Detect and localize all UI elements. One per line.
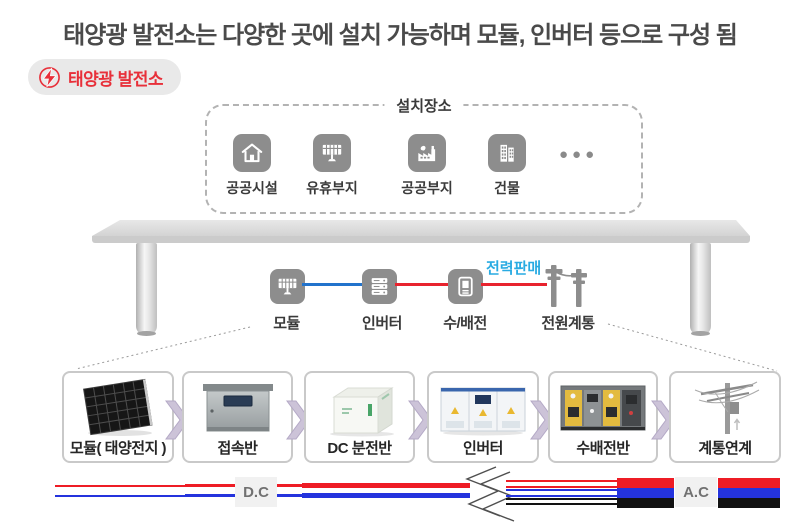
switchboard-photo [550, 376, 656, 440]
table-leg-left [136, 243, 157, 336]
component-label: 계통연계 [698, 440, 752, 457]
dc-cable-red [302, 483, 470, 488]
table-front-edge [92, 236, 750, 243]
component-label: 모듈( 태양전지 ) [69, 440, 167, 457]
site-item-public-land: 공공부지 [389, 134, 465, 198]
site-item-public-facility: 공공시설 [214, 134, 290, 198]
install-sites-title: 설치장소 [384, 95, 464, 116]
ac-cable-blue [506, 489, 618, 497]
component-box-grid-connection: 계통연계 [669, 371, 781, 463]
inverter-cabinet-photo [429, 376, 537, 440]
component-label: 수배전반 [576, 440, 630, 457]
dc-cable-blue [302, 493, 470, 498]
ac-label: A.C [683, 483, 709, 501]
ac-cable-red [506, 480, 618, 488]
solar-panel-photo [64, 376, 172, 440]
component-box-dc-panel: DC 분전반 [304, 371, 415, 463]
building-icon [488, 134, 526, 172]
ac-cable-black [506, 498, 618, 505]
site-label: 공공부지 [401, 180, 453, 196]
site-item-idle-land: 유휴부지 [294, 134, 370, 198]
site-label: 공공시설 [226, 180, 278, 196]
dc-label: D.C [243, 483, 269, 501]
flow-label-switchgear: 수/배전 [443, 315, 487, 332]
solar-plant-badge: 태양광 발전소 [28, 59, 182, 95]
dc-line-module-to-inverter [302, 283, 364, 286]
ac-line-switchgear-to-grid [481, 283, 547, 286]
flow-label-inverter: 인버터 [362, 315, 402, 332]
component-box-switchboard: 수배전반 [548, 371, 658, 463]
table-leg-right [690, 243, 711, 336]
flow-label-module: 모듈 [273, 315, 300, 332]
site-label: 유휴부지 [306, 180, 358, 196]
component-box-inverter: 인버터 [427, 371, 539, 463]
factory-icon [408, 134, 446, 172]
badge-label: 태양광 발전소 [68, 69, 164, 89]
site-item-building: 건물 [469, 134, 545, 198]
flow-label-grid: 전원계통 [541, 315, 595, 332]
dc-cable-blue [55, 495, 185, 497]
inverter-rack-icon [362, 269, 397, 304]
dc-label-box: D.C [235, 477, 277, 507]
module-icon [270, 269, 305, 304]
component-box-junction: 접속반 [182, 371, 293, 463]
component-box-module: 모듈( 태양전지 ) [62, 371, 174, 463]
lightning-bolt-icon [38, 66, 61, 89]
page-title: 태양광 발전소는 다양한 곳에 설치 가능하며 모듈, 인버터 등으로 구성 됨 [63, 22, 738, 49]
utility-pole-photo [671, 376, 779, 440]
component-label: DC 분전반 [327, 440, 392, 457]
junction-box-photo [184, 376, 291, 440]
ac-line-inverter-to-switchgear [395, 283, 448, 286]
power-sale-label: 전력판매 [486, 260, 542, 277]
site-label: 건물 [494, 180, 520, 196]
table-top-surface [92, 220, 750, 236]
more-dots: ●●● [559, 146, 599, 163]
house-icon [233, 134, 271, 172]
ac-cable-block-right [718, 478, 780, 508]
install-sites-box: 설치장소 공공시설 [205, 95, 643, 214]
switchgear-icon [448, 269, 483, 304]
solar-panel-icon [313, 134, 351, 172]
ac-label-box: A.C [675, 477, 717, 507]
ac-cable-block-left [617, 478, 674, 508]
component-label: 접속반 [217, 440, 258, 457]
dc-cable-red [55, 485, 185, 487]
power-grid-poles-icon [545, 263, 589, 315]
component-label: 인버터 [463, 440, 503, 457]
dc-panel-photo [306, 376, 413, 440]
